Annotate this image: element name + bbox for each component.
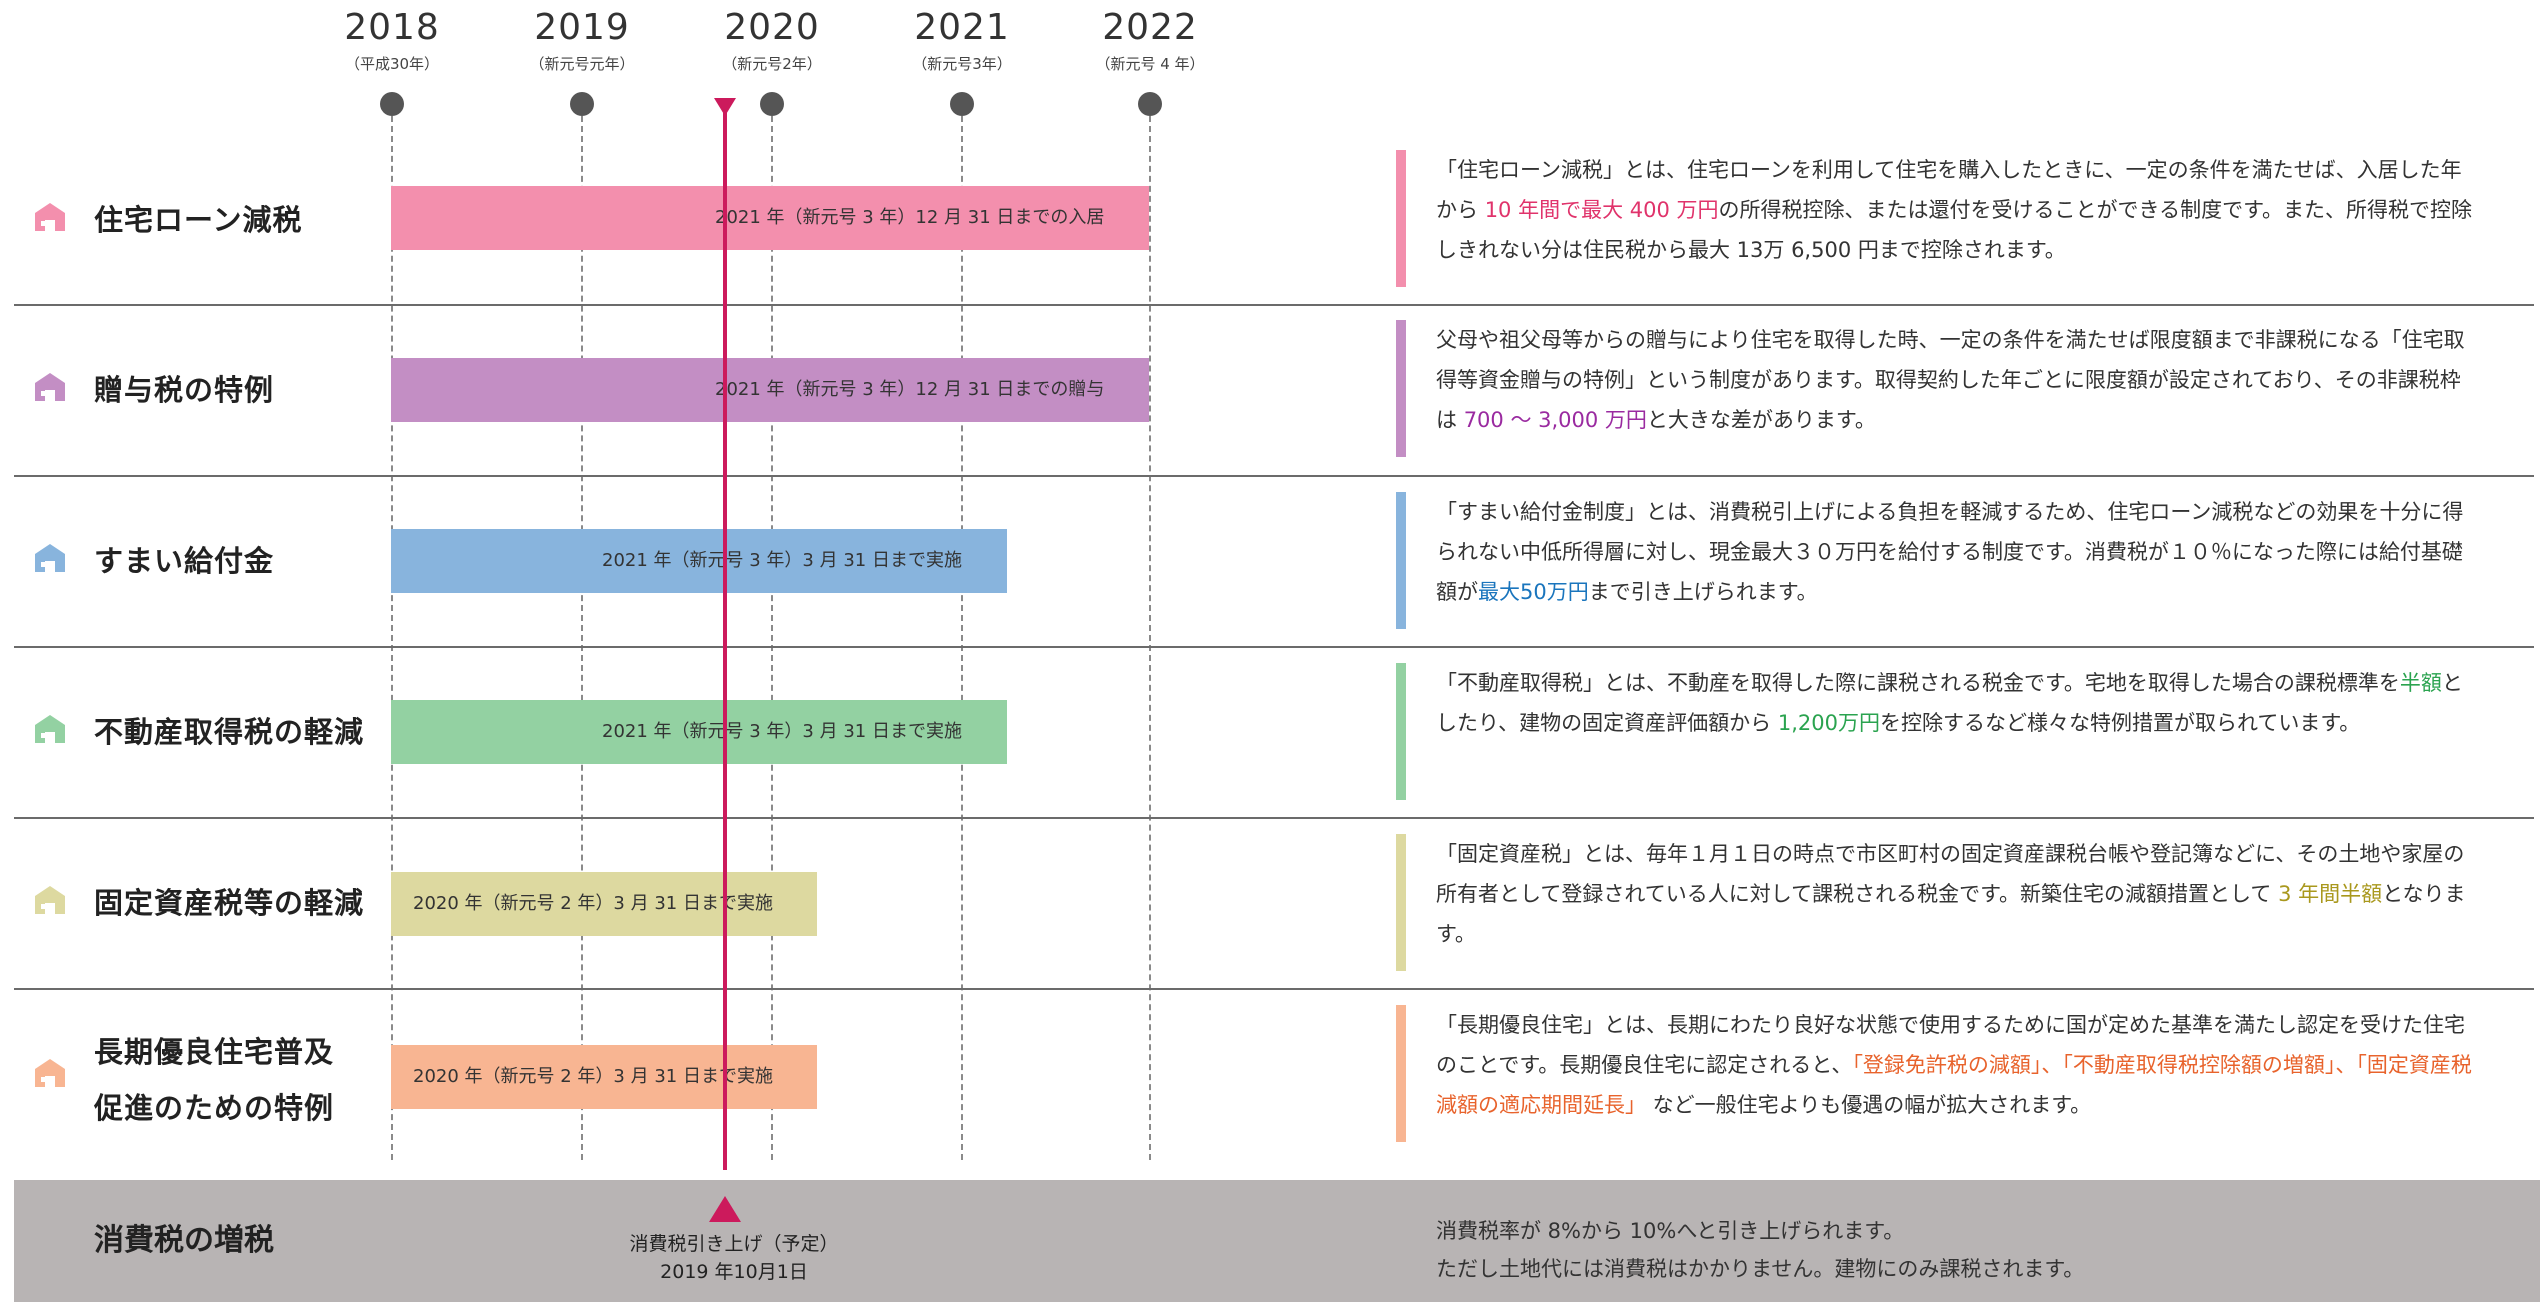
year-header-2019: 2019 （新元号元年） bbox=[472, 8, 692, 74]
timeline-bar bbox=[391, 872, 817, 936]
row-label: 長期優良住宅普及 促進のための特例 bbox=[94, 1024, 334, 1136]
era-label: （新元号3年） bbox=[912, 55, 1012, 73]
year-header-2022: 2022 （新元号 4 年） bbox=[1040, 8, 1260, 74]
footer-label: 消費税の増税 bbox=[94, 1223, 274, 1258]
row-separator bbox=[14, 817, 2534, 819]
timeline-bar bbox=[391, 1045, 817, 1109]
footer-description: 消費税率が 8%から 10%へと引き上げられます。 ただし土地代には消費税はかか… bbox=[1436, 1212, 2496, 1288]
footer-desc-line2: ただし土地代には消費税はかかりません。建物にのみ課税されます。 bbox=[1436, 1257, 2085, 1281]
row-label: すまい給付金 bbox=[94, 544, 275, 578]
year-label: 2019 bbox=[534, 7, 630, 48]
row-separator bbox=[14, 304, 2534, 306]
tax-marker-top-triangle bbox=[714, 98, 736, 116]
row-separator bbox=[14, 475, 2534, 477]
year-label: 2022 bbox=[1102, 7, 1198, 48]
bar-label: 2021 年（新元号 3 年）12 月 31 日までの入居 bbox=[715, 207, 1105, 228]
tax-increase-date: 消費税引き上げ（予定） 2019 年10月1日 bbox=[584, 1230, 884, 1286]
gridline-2018 bbox=[391, 116, 393, 1160]
row-label-line1: 長期優良住宅普及 bbox=[94, 1035, 335, 1069]
gridline-2019 bbox=[581, 116, 583, 1160]
bar-label: 2021 年（新元号 3 年）3 月 31 日まで実施 bbox=[602, 721, 962, 742]
timeline-bar bbox=[391, 358, 1149, 422]
bar-label: 2020 年（新元号 2 年）3 月 31 日まで実施 bbox=[413, 893, 773, 914]
row-description: 「長期優良住宅」とは、長期にわたり良好な状態で使用するために国が定めた基準を満た… bbox=[1436, 1013, 2472, 1117]
footer-desc-line1: 消費税率が 8%から 10%へと引き上げられます。 bbox=[1436, 1219, 1905, 1243]
house-icon bbox=[34, 1058, 66, 1088]
timeline-dot-2020 bbox=[760, 92, 784, 116]
footer-band: 消費税の増税 消費税引き上げ（予定） 2019 年10月1日 消費税率が 8%か… bbox=[14, 1180, 2540, 1302]
bar-label: 2021 年（新元号 3 年）3 月 31 日まで実施 bbox=[602, 550, 962, 571]
tax-increase-date-value: 2019 年10月1日 bbox=[660, 1261, 808, 1283]
timeline-bar bbox=[391, 700, 1007, 764]
year-label: 2021 bbox=[914, 7, 1010, 48]
year-header-2021: 2021 （新元号3年） bbox=[852, 8, 1072, 74]
row-separator bbox=[14, 988, 2534, 990]
year-header-2020: 2020 （新元号2年） bbox=[662, 8, 882, 74]
house-icon bbox=[34, 372, 66, 402]
era-label: （新元号元年） bbox=[529, 55, 635, 73]
timeline-bar bbox=[391, 529, 1007, 593]
year-header-2018: 2018 （平成30年） bbox=[282, 8, 502, 74]
timeline-dot-2018 bbox=[380, 92, 404, 116]
accent-bar bbox=[1396, 320, 1406, 457]
timeline-bar bbox=[391, 186, 1149, 250]
timeline-dot-2021 bbox=[950, 92, 974, 116]
year-label: 2020 bbox=[724, 7, 820, 48]
bar-label: 2020 年（新元号 2 年）3 月 31 日まで実施 bbox=[413, 1066, 773, 1087]
timeline-dot-2019 bbox=[570, 92, 594, 116]
accent-bar bbox=[1396, 834, 1406, 971]
timeline-dot-2022 bbox=[1138, 92, 1162, 116]
house-icon bbox=[34, 543, 66, 573]
row-label: 贈与税の特例 bbox=[94, 373, 275, 407]
era-label: （新元号 4 年） bbox=[1095, 55, 1205, 73]
house-icon bbox=[34, 885, 66, 915]
accent-bar bbox=[1396, 492, 1406, 629]
row-description: 父母や祖父母等からの贈与により住宅を取得した時、一定の条件を満たせば限度額まで非… bbox=[1436, 328, 2465, 432]
gridline-2021 bbox=[961, 116, 963, 1160]
tax-increase-title: 消費税引き上げ（予定） bbox=[629, 1233, 839, 1255]
row-label-line2: 促進のための特例 bbox=[94, 1091, 335, 1125]
row-label: 不動産取得税の軽減 bbox=[94, 715, 365, 749]
row-description: 「すまい給付金制度」とは、消費税引上げによる負担を軽減するため、住宅ローン減税な… bbox=[1436, 500, 2464, 604]
tax-marker-bottom-triangle bbox=[709, 1196, 741, 1222]
row-label: 住宅ローン減税 bbox=[94, 203, 303, 237]
row-separator bbox=[14, 646, 2534, 648]
accent-bar bbox=[1396, 1005, 1406, 1142]
accent-bar bbox=[1396, 663, 1406, 800]
row-description: 「不動産取得税」とは、不動産を取得した際に課税される税金です。宅地を取得した場合… bbox=[1436, 671, 2463, 735]
house-icon bbox=[34, 714, 66, 744]
gridline-2020 bbox=[771, 116, 773, 1160]
era-label: （新元号2年） bbox=[722, 55, 822, 73]
house-icon bbox=[34, 202, 66, 232]
era-label: （平成30年） bbox=[344, 55, 440, 73]
accent-bar bbox=[1396, 150, 1406, 287]
row-label: 固定資産税等の軽減 bbox=[94, 886, 365, 920]
row-description: 「住宅ローン減税」とは、住宅ローンを利用して住宅を購入したときに、一定の条件を満… bbox=[1436, 158, 2473, 262]
gridline-2022 bbox=[1149, 116, 1151, 1160]
row-description: 「固定資産税」とは、毎年１月１日の時点で市区町村の固定資産課税台帳や登記簿などに… bbox=[1436, 842, 2466, 946]
tax-increase-marker-line bbox=[723, 112, 727, 1170]
year-label: 2018 bbox=[344, 7, 440, 48]
bar-label: 2021 年（新元号 3 年）12 月 31 日までの贈与 bbox=[715, 379, 1105, 400]
